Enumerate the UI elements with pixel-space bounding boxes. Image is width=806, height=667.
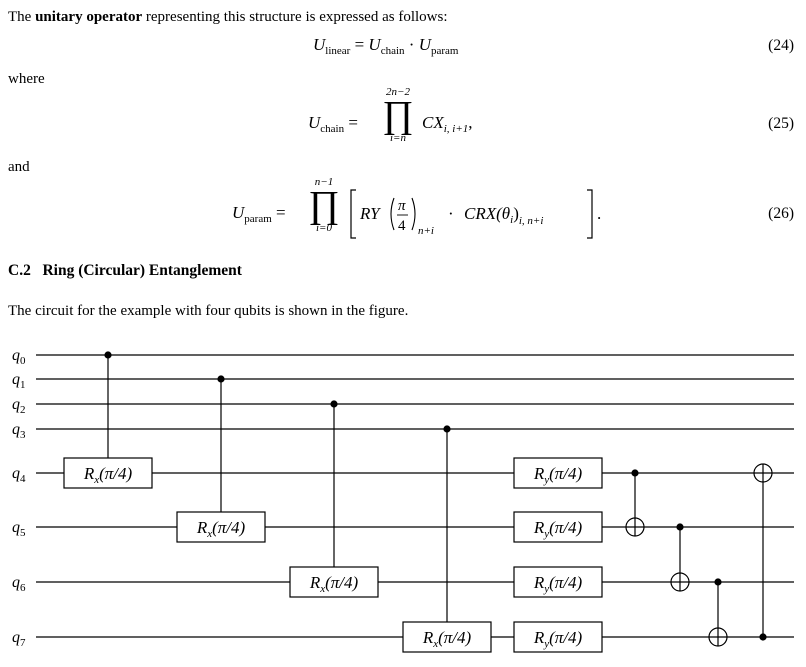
crx-control-dot-2: [330, 400, 338, 408]
cnot-control-dot-1: [676, 523, 684, 531]
svg-text:π: π: [398, 198, 406, 214]
ry-gate-3: [513, 621, 603, 653]
ry-gate-1: [513, 511, 603, 543]
qubit-label-0: q0: [12, 347, 26, 367]
section-title: Ring (Circular) Entanglement: [42, 262, 242, 279]
rx-gate-1-label: Rx(π/4): [196, 518, 246, 540]
ry-gate-2: [513, 566, 603, 598]
equation-26-lhs: Uparam =: [232, 203, 286, 225]
rx-gate-2-label: Rx(π/4): [309, 573, 359, 595]
where-text: where: [8, 71, 45, 87]
qubit-label-4: q4: [12, 465, 26, 485]
crx-control-dot-0: [104, 351, 112, 359]
intro-text-bold: unitary operator: [35, 9, 143, 25]
svg-text:RY: RY: [359, 204, 381, 223]
cnot-control-dot-2: [714, 578, 722, 586]
equation-number-26: (26): [768, 205, 794, 222]
rx-gate-0-label: Rx(π/4): [83, 464, 133, 486]
qubit-label-1: q1: [12, 371, 26, 391]
rx-gate-1: [176, 511, 266, 543]
ring-description: The circuit for the example with four qu…: [8, 303, 409, 319]
rx-gate-2: [289, 566, 379, 598]
product-operator-26: n−1 ∏ i=0: [308, 176, 340, 234]
equation-25-lhs: Uchain =: [308, 113, 358, 135]
qubit-label-3: q3: [12, 421, 26, 441]
equation-number-25: (25): [768, 115, 794, 132]
ry-gate-2-label: Ry(π/4): [533, 573, 583, 595]
intro-paragraph: The unitary operator representing this s…: [8, 8, 448, 26]
and-text: and: [8, 159, 30, 175]
cnot-control-dot-3: [759, 633, 767, 641]
crx-control-dot-1: [217, 375, 225, 383]
qubit-label-6: q6: [12, 574, 26, 594]
crx-control-dot-3: [443, 425, 451, 433]
product-operator-25: 2n−2 ∏ i=n: [382, 86, 414, 144]
ry-gate-0: [513, 457, 603, 489]
cnot-control-dot-0: [631, 469, 639, 477]
rx-gate-3: [402, 621, 492, 653]
qubit-label-5: q5: [12, 519, 26, 539]
section-number: C.2: [8, 262, 31, 279]
svg-text:.: .: [597, 204, 601, 223]
qubit-label-7: q7: [12, 629, 26, 649]
ry-gate-1-label: Ry(π/4): [533, 518, 583, 540]
ry-gate-0-label: Ry(π/4): [533, 464, 583, 486]
rx-gate-0: [63, 457, 153, 489]
svg-text:n+i: n+i: [418, 225, 434, 237]
equation-25-body: CXi, i+1,: [422, 113, 473, 135]
section-heading: C.2 Ring (Circular) Entanglement: [8, 262, 242, 280]
equation-26-body: RY π 4 n+i · CRX(θi)i, n+i .: [350, 189, 601, 239]
svg-text:CRX(θi)i, n+i: CRX(θi)i, n+i: [464, 204, 543, 227]
rx-gate-3-label: Rx(π/4): [422, 628, 472, 650]
equation-number-24: (24): [768, 37, 794, 54]
intro-text-pre: The: [8, 9, 36, 25]
equation-24: Ulinear = Uchain · Uparam: [313, 35, 459, 57]
qubit-label-2: q2: [12, 396, 26, 416]
quantum-circuit: q0 q1 q2 q3 q4 q5 q6 q7 Rx(π/4) Rx(π/4) Rx(π/4) Rx(…: [12, 347, 794, 653]
ry-gate-3-label: Ry(π/4): [533, 628, 583, 650]
svg-text:4: 4: [398, 218, 406, 234]
svg-text:·: ·: [448, 204, 454, 223]
intro-text-post: representing this structure is expressed…: [142, 9, 448, 25]
